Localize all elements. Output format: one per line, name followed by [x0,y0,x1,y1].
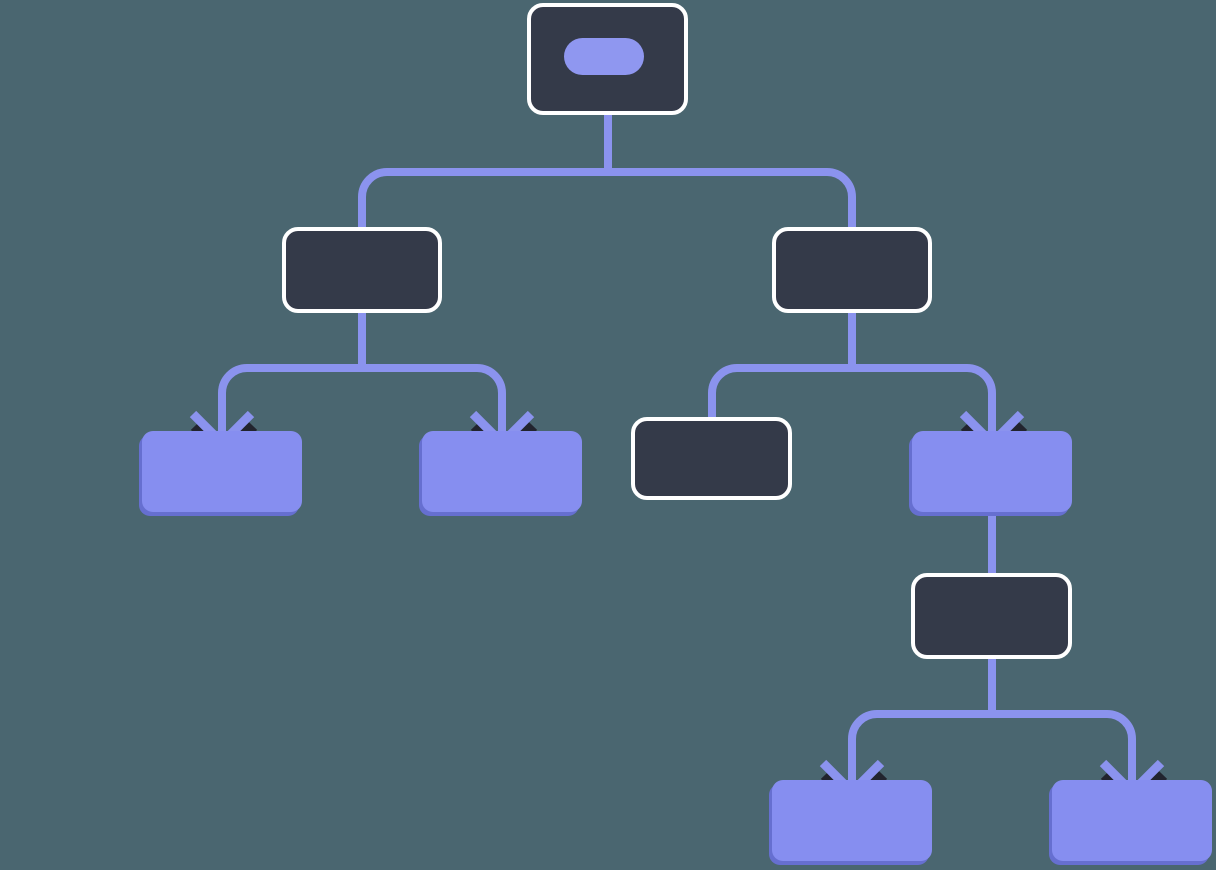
node-root[interactable] [527,3,688,115]
node-level3-dark[interactable] [911,573,1072,659]
node-leaf-bottom-a[interactable] [772,780,932,861]
edge-level3-to-leaf-b [992,710,1136,789]
node-level2-right-purple[interactable] [912,431,1072,512]
node-level2-right-dark[interactable] [631,417,792,500]
root-pill-badge [564,38,644,75]
node-level1-right[interactable] [772,227,932,313]
node-level1-left[interactable] [282,227,442,313]
edge-root-to-left1 [358,115,612,231]
node-leaf-left-a[interactable] [142,431,302,512]
edge-level3-to-leaf-a [848,655,996,789]
node-leaf-left-b[interactable] [422,431,582,512]
node-leaf-bottom-b[interactable] [1052,780,1212,861]
edge-right1-to-leaf [852,364,996,440]
edge-right1-to-dark [708,309,856,421]
edge-left1-to-leaf-a [218,309,366,440]
edge-left1-to-leaf-b [362,364,506,440]
edge-root-to-right1 [608,168,856,231]
